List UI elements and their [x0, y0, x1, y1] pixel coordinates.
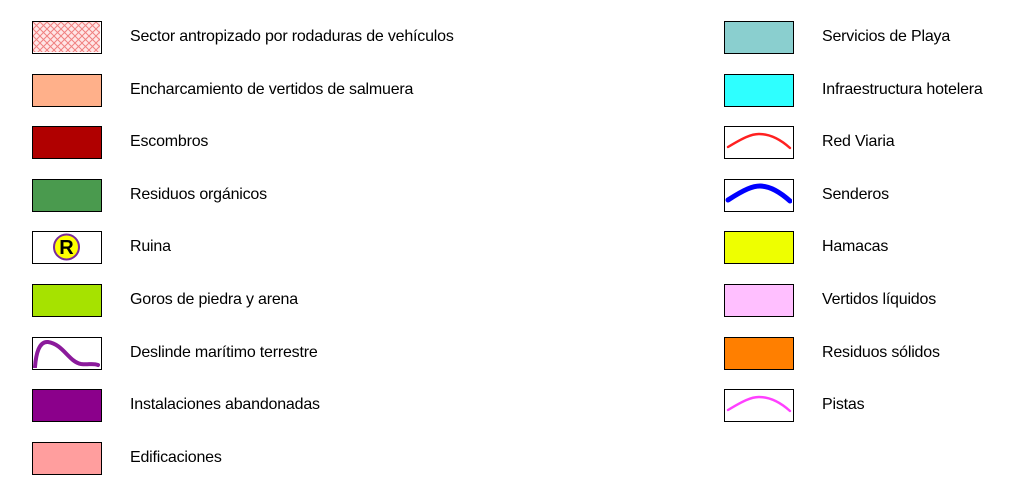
swatch-fill: [32, 441, 102, 475]
path-line-icon: [724, 178, 794, 212]
swatch-fill: [724, 73, 794, 107]
swatch-fill: [724, 336, 794, 370]
legend-label: Vertidos líquidos: [822, 290, 937, 308]
legend-label: Ruina: [130, 238, 171, 256]
legend-label: Instalaciones abandonadas: [130, 396, 320, 414]
swatch-fill: [32, 126, 102, 160]
swatch-fill: [724, 231, 794, 265]
legend-label: Infraestructura hotelera: [822, 80, 983, 98]
legend-label: Senderos: [822, 185, 889, 203]
legend-label: Goros de piedra y arena: [130, 290, 298, 308]
swatch-fill: [32, 178, 102, 212]
svg-text:R: R: [59, 237, 74, 259]
swatch-fill: [32, 73, 102, 107]
swatch-fill: [32, 389, 102, 423]
swatch-crosshatch: [32, 21, 102, 54]
legend-label: Pistas: [822, 396, 865, 414]
boundary-line-icon: [32, 336, 102, 370]
road-line-icon: [724, 389, 794, 423]
legend-label: Servicios de Playa: [822, 28, 951, 45]
legend-label: Edificaciones: [130, 448, 222, 466]
legend-label: Escombros: [130, 133, 209, 151]
swatch-fill: [32, 283, 102, 317]
legend-label: Deslinde marítimo terrestre: [130, 343, 318, 361]
legend-label: Residuos sólidos: [822, 343, 940, 361]
swatch-fill: [724, 21, 794, 54]
legend-label: Red Viaria: [822, 133, 895, 151]
legend-label: Hamacas: [822, 238, 889, 256]
ruin-symbol-icon: R: [32, 231, 102, 265]
road-line-icon: [724, 126, 794, 160]
legend-label: Encharcamiento de vertidos de salmuera: [130, 80, 414, 98]
swatch-fill: [724, 283, 794, 317]
legend-label: Sector antropizado por rodaduras de vehí…: [130, 28, 454, 45]
legend-label: Residuos orgánicos: [130, 185, 267, 203]
